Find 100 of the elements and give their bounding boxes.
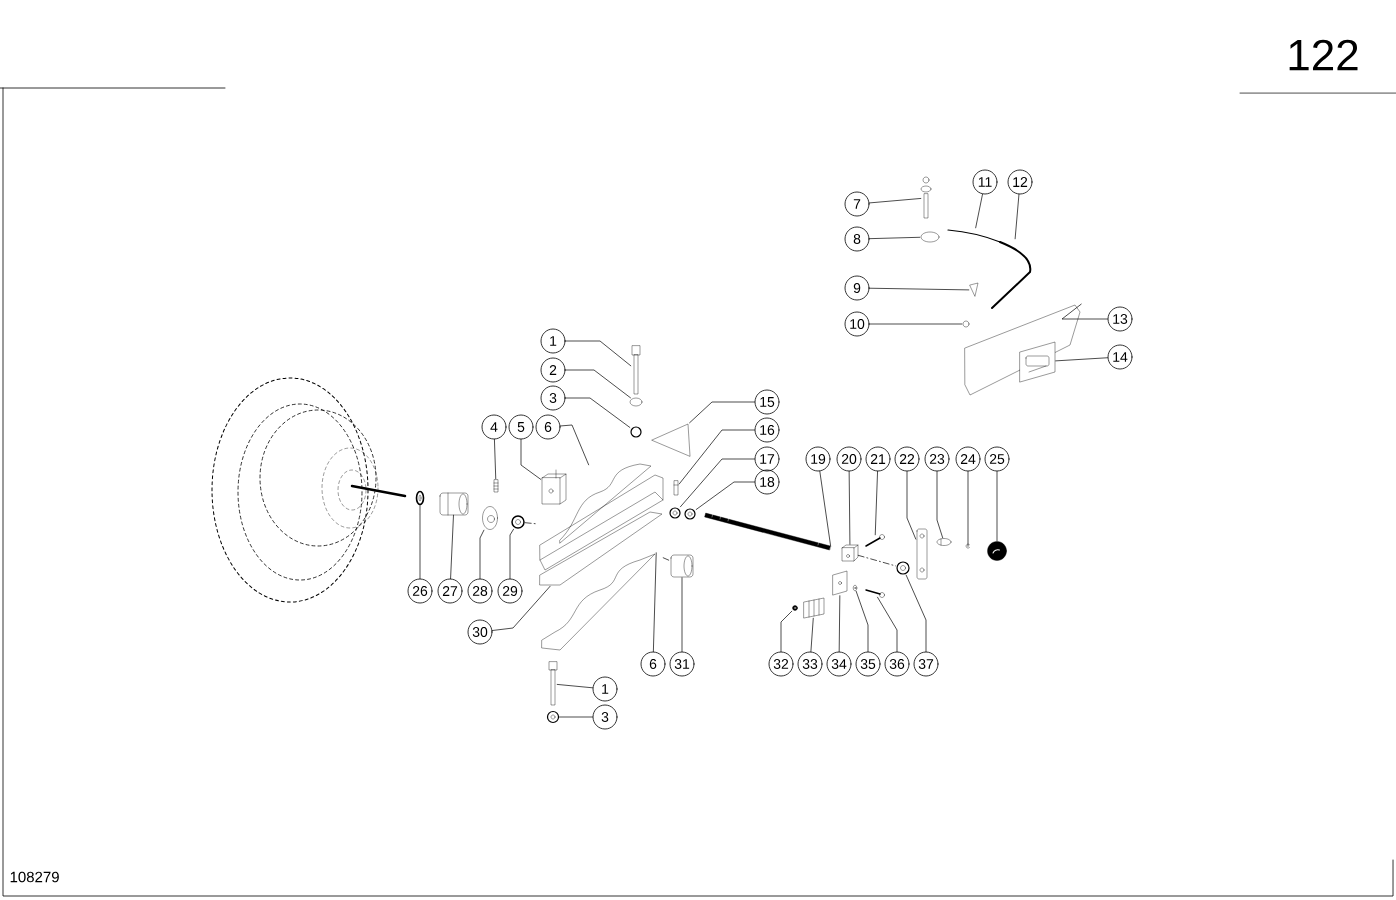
leader-line bbox=[877, 596, 898, 652]
callout-number: 8 bbox=[844, 226, 870, 252]
leader-line bbox=[1014, 194, 1020, 240]
leader-line bbox=[560, 424, 589, 466]
callout-number: 7 bbox=[844, 191, 870, 217]
callout-number: 16 bbox=[754, 417, 780, 443]
bolt bbox=[920, 176, 932, 219]
leader-line bbox=[689, 401, 755, 424]
leader-line bbox=[565, 340, 632, 367]
pin bbox=[493, 479, 499, 493]
leader-line bbox=[848, 471, 851, 545]
callout-number: 32 bbox=[768, 651, 794, 677]
washer bbox=[629, 397, 643, 407]
leader-line bbox=[565, 369, 631, 399]
leader-line bbox=[874, 471, 878, 536]
callout-number: 33 bbox=[797, 651, 823, 677]
callout-number: 28 bbox=[467, 578, 493, 604]
page-number: 122 bbox=[1289, 39, 1358, 71]
callout-number: 6 bbox=[640, 651, 666, 677]
plate bbox=[1019, 341, 1056, 383]
leader-line bbox=[653, 552, 657, 652]
bushing bbox=[439, 492, 469, 516]
callout-number: 9 bbox=[844, 275, 870, 301]
callout-number: 35 bbox=[855, 651, 881, 677]
leader-line bbox=[869, 323, 963, 325]
leader-line bbox=[855, 590, 869, 652]
callout-number: 30 bbox=[467, 619, 493, 645]
callout-number: 20 bbox=[836, 446, 862, 472]
plate bbox=[964, 304, 1081, 396]
nut bbox=[792, 605, 798, 611]
callout-number: 25 bbox=[984, 446, 1010, 472]
callout-number: 26 bbox=[407, 578, 433, 604]
leader-line bbox=[678, 429, 755, 485]
leader-line bbox=[905, 574, 927, 652]
callout-number: 18 bbox=[754, 469, 780, 495]
nut bbox=[896, 561, 910, 575]
flange bbox=[482, 506, 498, 530]
bracket bbox=[559, 463, 652, 544]
spring bbox=[803, 597, 825, 619]
nut bbox=[684, 508, 696, 520]
callout-number: 3 bbox=[540, 385, 566, 411]
callout-number: 37 bbox=[913, 651, 939, 677]
leader-line bbox=[558, 716, 593, 718]
callout-number: 17 bbox=[754, 446, 780, 472]
leader-line bbox=[780, 610, 793, 652]
clamp-block bbox=[841, 544, 859, 562]
drawing-number: 108279 bbox=[10, 871, 59, 883]
callout-number: 27 bbox=[437, 578, 463, 604]
callout-number: 12 bbox=[1007, 169, 1033, 195]
leader-line bbox=[975, 193, 983, 229]
washer bbox=[415, 490, 425, 506]
leader-line bbox=[1055, 357, 1108, 362]
callout-number: 34 bbox=[826, 651, 852, 677]
hose bbox=[991, 241, 1032, 309]
centre-line bbox=[524, 522, 538, 525]
threaded-rod bbox=[704, 512, 831, 551]
callout-number: 2 bbox=[540, 357, 566, 383]
leader-line bbox=[967, 471, 969, 547]
leader-line bbox=[479, 529, 485, 579]
nut bbox=[669, 507, 681, 519]
washer bbox=[853, 585, 857, 591]
centre-line bbox=[857, 555, 897, 567]
leader-line bbox=[906, 471, 917, 540]
leader-line bbox=[520, 439, 542, 480]
callout-number: 31 bbox=[669, 651, 695, 677]
leader-line bbox=[419, 504, 421, 579]
leader-line bbox=[869, 198, 922, 204]
plate bbox=[832, 570, 848, 596]
leader-line bbox=[450, 514, 454, 579]
callout-number: 1 bbox=[540, 328, 566, 354]
nut bbox=[630, 426, 642, 438]
bushing bbox=[670, 554, 694, 578]
plate bbox=[651, 423, 691, 457]
lever bbox=[916, 528, 928, 580]
callout-number: 21 bbox=[865, 446, 891, 472]
pin bbox=[673, 480, 679, 496]
callout-number: 15 bbox=[754, 389, 780, 415]
nut bbox=[546, 710, 560, 724]
callout-number: 4 bbox=[481, 414, 507, 440]
leader-line bbox=[695, 481, 755, 510]
leader-line bbox=[509, 528, 514, 579]
nut bbox=[962, 320, 970, 328]
clip bbox=[969, 282, 979, 297]
leader-line bbox=[869, 287, 970, 291]
centre-line bbox=[662, 557, 671, 562]
leader-line bbox=[838, 595, 841, 652]
callout-number: 3 bbox=[592, 704, 618, 730]
leader-line bbox=[1061, 303, 1108, 320]
nut bbox=[511, 515, 525, 529]
callout-number: 1 bbox=[592, 676, 618, 702]
leader-line bbox=[491, 585, 551, 631]
leader-line bbox=[810, 617, 814, 652]
callout-number: 24 bbox=[955, 446, 981, 472]
cable bbox=[947, 229, 1001, 243]
bracket bbox=[539, 474, 664, 586]
callout-number: 23 bbox=[924, 446, 950, 472]
bolt bbox=[548, 661, 558, 706]
callout-number: 29 bbox=[497, 578, 523, 604]
callout-number: 10 bbox=[844, 311, 870, 337]
pin bbox=[936, 538, 952, 546]
